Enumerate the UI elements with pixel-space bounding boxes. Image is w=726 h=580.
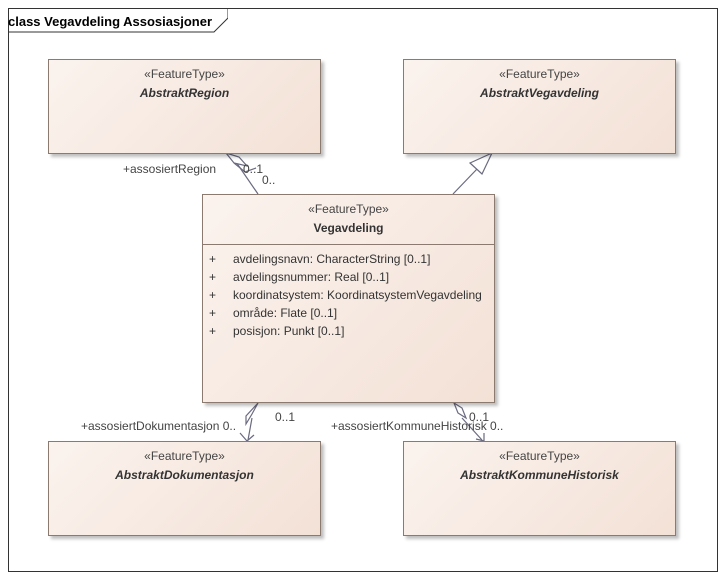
attribute-visibility: + xyxy=(209,324,217,338)
attribute-text: avdelingsnummer: Real [0..1] xyxy=(233,270,390,284)
association-dokumentasjon[interactable] xyxy=(239,402,259,442)
class-name: AbstraktVegavdeling xyxy=(480,86,599,100)
role-label-region: +assosiertRegion xyxy=(123,162,217,176)
class-stereotype: «FeatureType» xyxy=(144,449,225,463)
diagram-title: class Vegavdeling Assosiasjoner xyxy=(8,14,213,29)
attribute-text: posisjon: Punkt [0..1] xyxy=(233,324,345,338)
class-name: AbstraktKommuneHistorisk xyxy=(460,468,619,482)
multiplicity-region-source: 0.. xyxy=(262,173,276,187)
association-kommune[interactable] xyxy=(452,401,485,442)
class-abstrakt-region[interactable]: «FeatureType» AbstraktRegion xyxy=(48,59,321,154)
class-abstrakt-dokumentasjon[interactable]: «FeatureType» AbstraktDokumentasjon xyxy=(48,441,321,536)
attribute-row: + koordinatsystem: KoordinatsystemVegavde… xyxy=(209,288,482,302)
class-name: Vegavdeling xyxy=(313,221,384,235)
class-separator xyxy=(203,244,494,245)
class-stereotype: «FeatureType» xyxy=(499,449,580,463)
role-label-kommune: +assosiertKommuneHistorisk 0.. xyxy=(331,419,504,433)
multiplicity-kommune-source: 0..1 xyxy=(469,410,490,424)
association-region[interactable] xyxy=(224,151,259,195)
class-stereotype: «FeatureType» xyxy=(499,67,580,81)
attribute-text: avdelingsnavn: CharacterString [0..1] xyxy=(233,252,431,266)
class-name: AbstraktRegion xyxy=(139,86,230,100)
class-abstrakt-kommune-historisk[interactable]: «FeatureType» AbstraktKommuneHistorisk xyxy=(403,441,676,536)
attribute-row: + område: Flate [0..1] xyxy=(209,306,337,320)
attribute-visibility: + xyxy=(209,306,217,320)
class-stereotype: «FeatureType» xyxy=(144,67,225,81)
attribute-text: område: Flate [0..1] xyxy=(233,306,338,320)
attribute-visibility: + xyxy=(209,252,217,266)
attribute-row: + avdelingsnummer: Real [0..1] xyxy=(209,270,389,284)
diagram-frame xyxy=(8,8,718,572)
class-abstrakt-vegavdeling[interactable]: «FeatureType» AbstraktVegavdeling xyxy=(403,59,676,154)
attribute-text: koordinatsystem: KoordinatsystemVegavdel… xyxy=(233,288,482,302)
class-vegavdeling[interactable]: «FeatureType» Vegavdeling + avdelingsnavn… xyxy=(202,194,495,403)
class-name: AbstraktDokumentasjon xyxy=(115,468,254,482)
class-stereotype: «FeatureType» xyxy=(308,202,389,216)
multiplicity-dokumentasjon-source: 0..1 xyxy=(275,410,296,424)
attribute-visibility: + xyxy=(209,288,217,302)
attribute-visibility: + xyxy=(209,270,217,284)
role-label-dokumentasjon: +assosiertDokumentasjon 0.. xyxy=(81,419,237,433)
attribute-row: + posisjon: Punkt [0..1] xyxy=(209,324,344,338)
multiplicity-region-target: 0..1 xyxy=(243,162,264,176)
attribute-row: + avdelingsnavn: CharacterString [0..1] xyxy=(209,252,430,266)
generalization-vegavdeling[interactable] xyxy=(452,151,494,195)
